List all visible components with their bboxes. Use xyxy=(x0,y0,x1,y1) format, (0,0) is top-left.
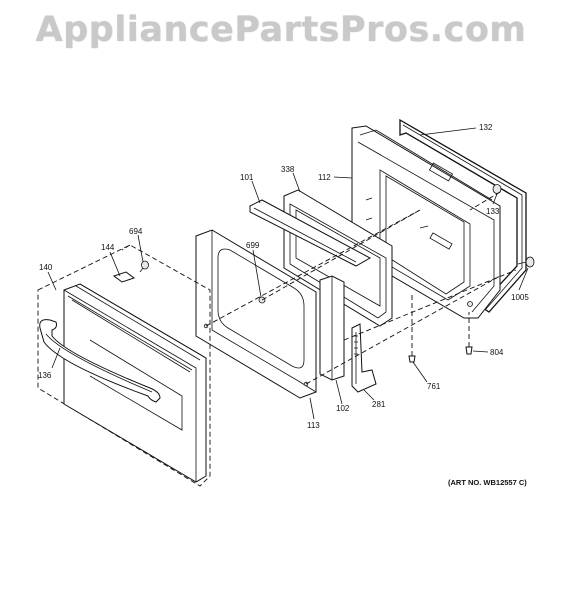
part-804-screw xyxy=(465,346,473,355)
part-1005-screw xyxy=(517,256,535,268)
label-804: 804 xyxy=(490,348,504,357)
label-144: 144 xyxy=(101,243,115,252)
watermark: AppliancePartsPros.com xyxy=(35,10,527,50)
alignment-lines xyxy=(205,191,517,385)
leader-lines xyxy=(47,127,529,420)
part-338-window-frame xyxy=(283,189,393,327)
label-133: 133 xyxy=(486,207,500,216)
part-140-outer-door-outline xyxy=(37,244,211,487)
label-101: 101 xyxy=(240,173,254,182)
part-101-insulation xyxy=(249,199,372,267)
part-144-clip xyxy=(112,271,136,283)
part-113-glass-panel xyxy=(195,229,317,399)
part-694-screw xyxy=(139,260,149,273)
label-1005: 1005 xyxy=(511,293,529,302)
part-102-strip xyxy=(319,275,345,381)
part-281-hinge xyxy=(351,323,377,393)
part-labels: 132 338 112 101 133 694 699 144 140 1005… xyxy=(38,123,529,430)
label-694: 694 xyxy=(129,227,143,236)
label-761: 761 xyxy=(427,382,441,391)
label-102: 102 xyxy=(336,404,350,413)
label-136: 136 xyxy=(38,371,52,380)
label-699: 699 xyxy=(246,241,260,250)
art-number: (ART NO. WB12557 C) xyxy=(448,478,527,487)
label-132: 132 xyxy=(479,123,493,132)
part-761-screw xyxy=(408,355,416,363)
label-113: 113 xyxy=(307,421,320,430)
label-281: 281 xyxy=(372,400,386,409)
label-140: 140 xyxy=(39,263,53,272)
part-136-handle xyxy=(39,319,161,403)
label-338: 338 xyxy=(281,165,295,174)
label-112: 112 xyxy=(318,173,331,182)
